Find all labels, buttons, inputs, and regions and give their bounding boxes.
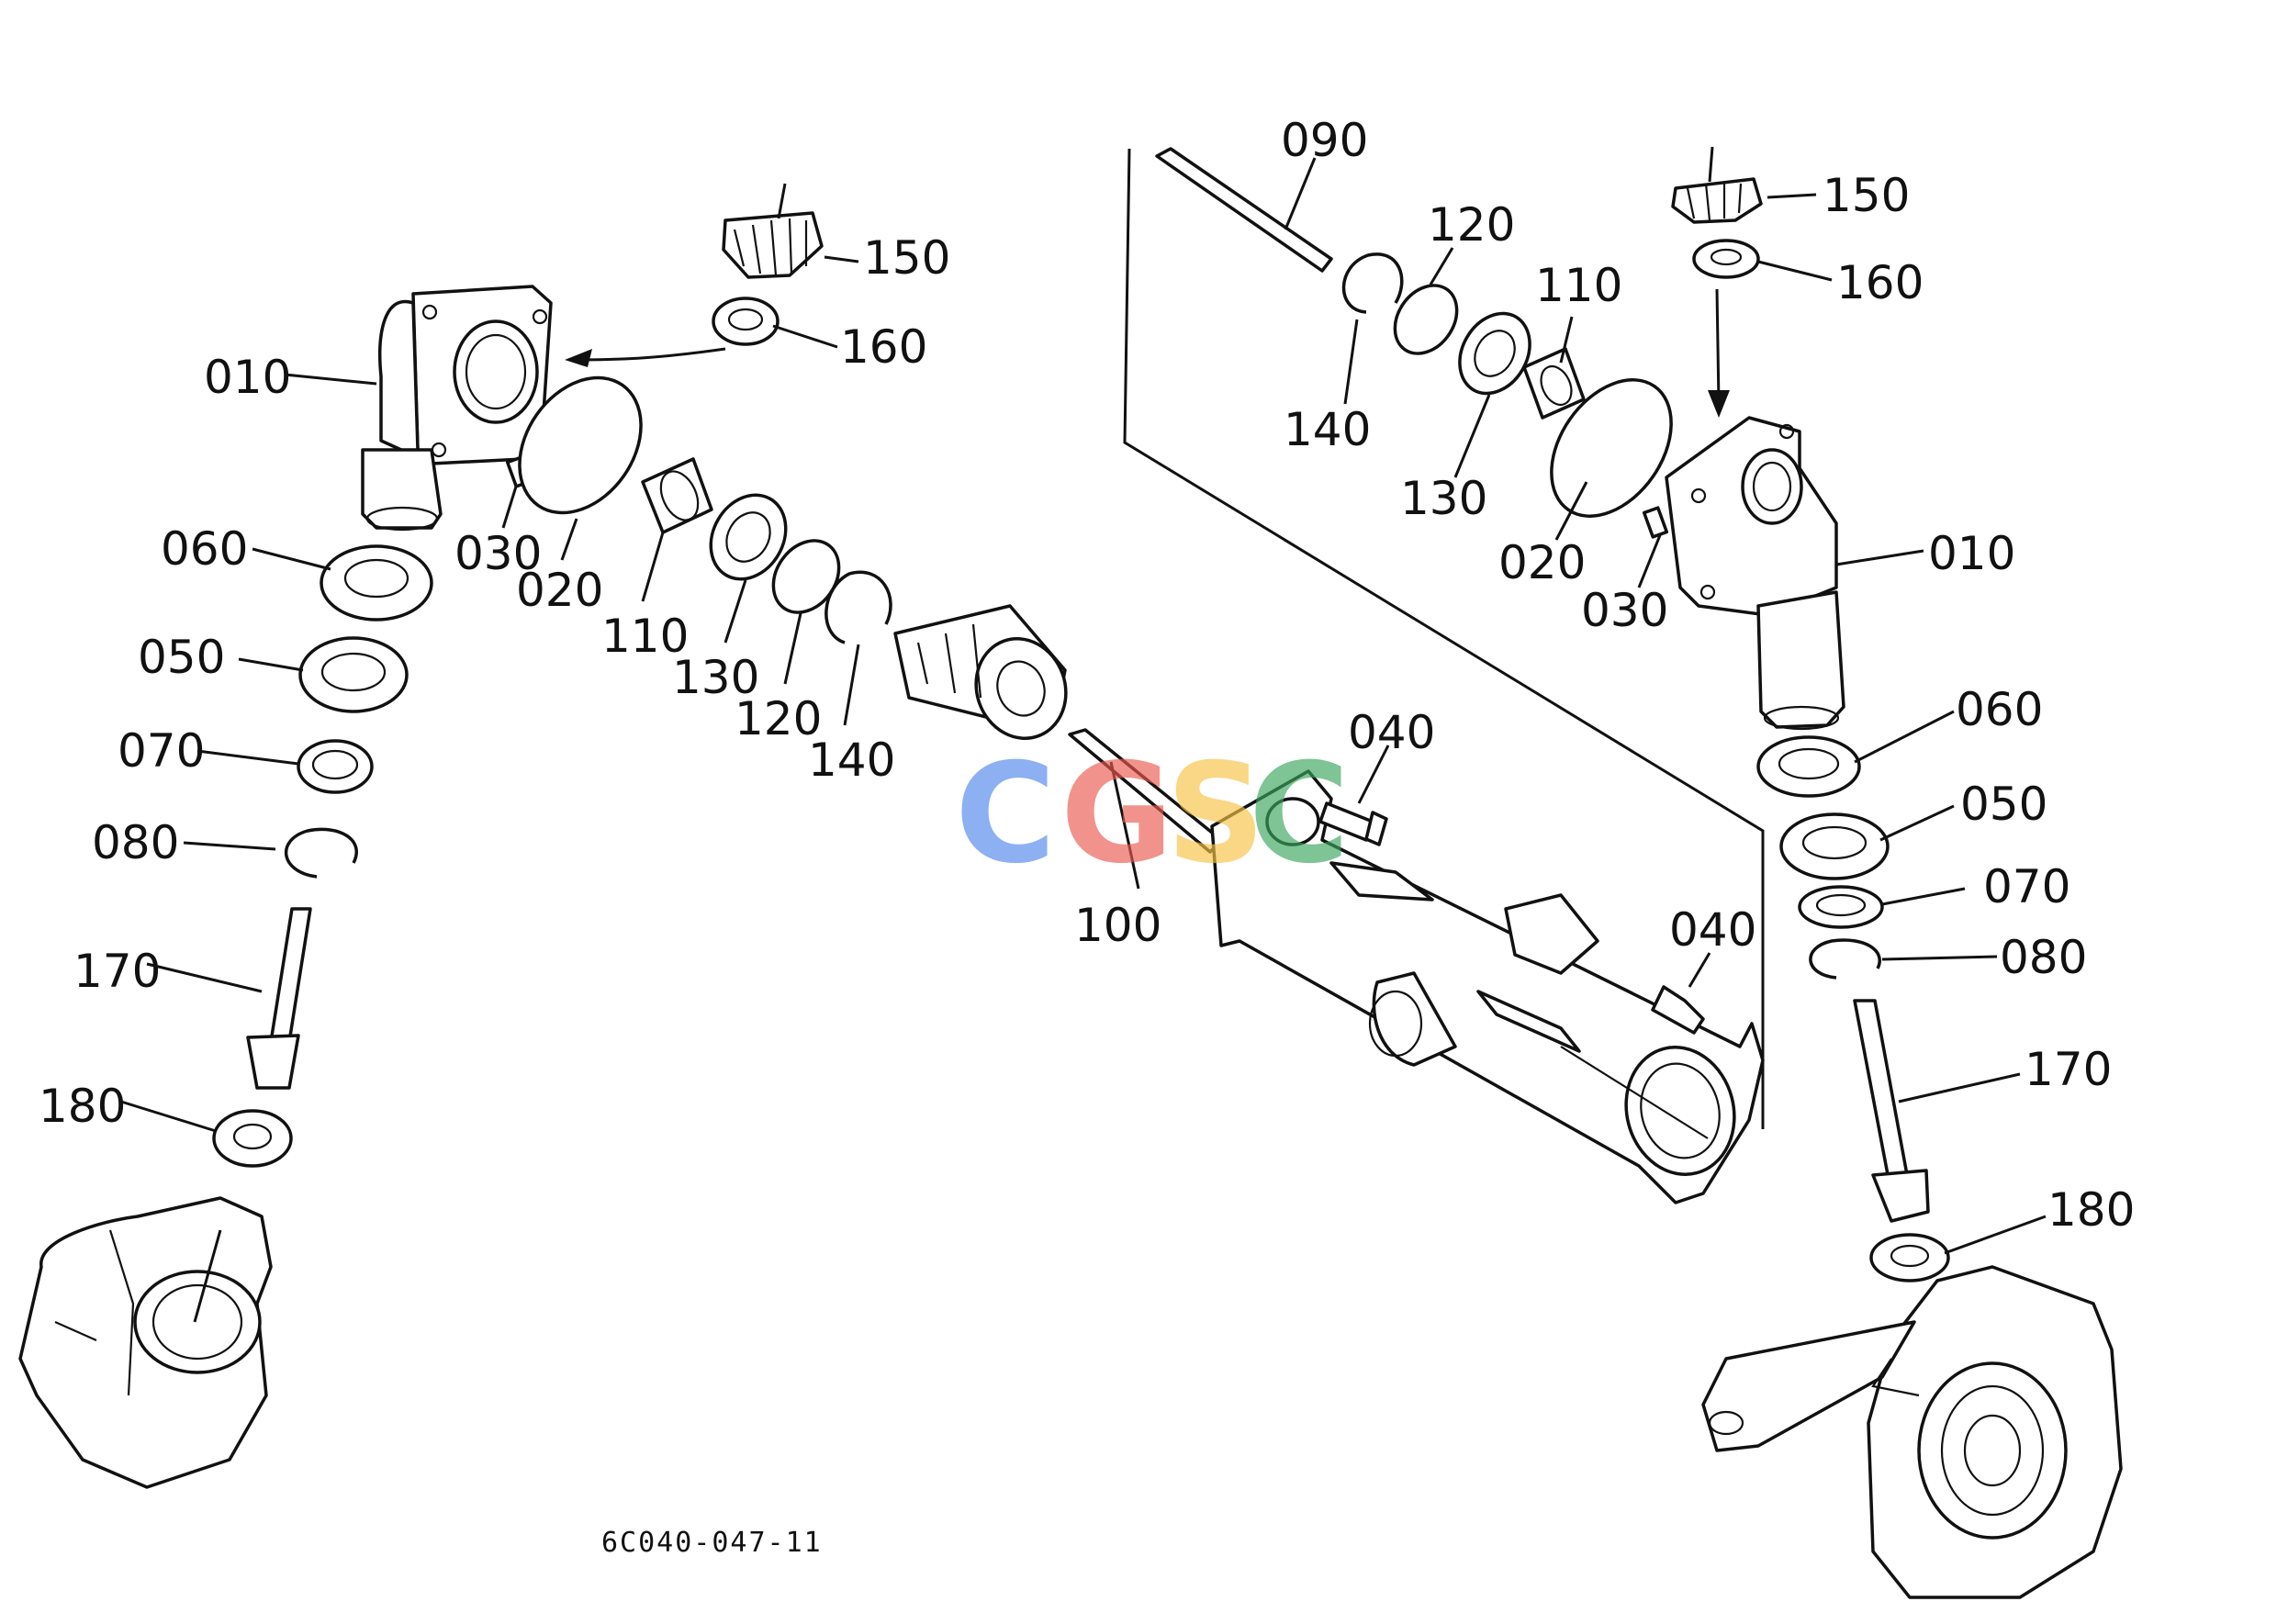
part-150-bevel-gear-left bbox=[722, 183, 824, 279]
part-010-elbow-housing-left bbox=[361, 285, 553, 532]
callout-170-left: 170 bbox=[73, 945, 161, 998]
callout-090: 090 bbox=[1281, 114, 1368, 167]
callout-040-center: 040 bbox=[1348, 706, 1435, 759]
drawing-code: 6C040-047-11 bbox=[601, 1527, 823, 1559]
part-160-bearing-right bbox=[1692, 239, 1760, 279]
assembly-boundary-frame bbox=[1123, 148, 1765, 1129]
part-170-shaft-right bbox=[1853, 999, 1930, 1223]
part-140-snap-ring-right bbox=[1341, 252, 1404, 314]
part-070-collar-left bbox=[297, 739, 374, 794]
callout-060-left: 060 bbox=[161, 522, 248, 576]
callout-150-right: 150 bbox=[1823, 169, 1910, 222]
callout-070-right: 070 bbox=[1983, 860, 2070, 913]
part-060-seal-left bbox=[320, 544, 433, 622]
callout-050-right: 050 bbox=[1960, 778, 2047, 831]
callout-130-right: 130 bbox=[1400, 472, 1487, 525]
part-030-pin-right bbox=[1642, 506, 1669, 539]
assembly-arrow-right bbox=[1708, 288, 1730, 418]
part-180-bearing-right bbox=[1869, 1233, 1950, 1282]
callout-080-left: 080 bbox=[92, 816, 179, 869]
part-050-bearing-left bbox=[298, 636, 409, 713]
part-130-bearing-left bbox=[709, 493, 788, 581]
part-020-o-ring-left bbox=[518, 375, 643, 515]
part-040-bolt-right bbox=[1651, 985, 1705, 1035]
callout-080-right: 080 bbox=[2000, 931, 2087, 984]
part-070-collar-right bbox=[1798, 885, 1884, 929]
callout-180-left: 180 bbox=[39, 1080, 126, 1133]
part-140-snap-ring-left bbox=[824, 570, 892, 644]
part-040-bolt-center bbox=[1318, 801, 1388, 846]
callout-060-right: 060 bbox=[1956, 683, 2043, 736]
callout-160-right: 160 bbox=[1836, 256, 1924, 309]
watermark-logo: C G S C bbox=[955, 734, 1350, 894]
part-080-circlip-right bbox=[1809, 938, 1881, 980]
part-090-shaft bbox=[1155, 147, 1333, 273]
part-steering-knuckle-right bbox=[1701, 1265, 2123, 1599]
part-170-shaft-left bbox=[246, 907, 312, 1090]
part-010-elbow-housing-right bbox=[1665, 416, 1845, 731]
svg-text:S: S bbox=[1166, 734, 1265, 894]
callout-030-left: 030 bbox=[454, 527, 542, 580]
part-150-bevel-gear-right bbox=[1671, 146, 1763, 224]
callout-110-right: 110 bbox=[1535, 259, 1622, 312]
part-differential-case bbox=[893, 604, 1068, 740]
svg-text:G: G bbox=[1060, 734, 1173, 894]
callout-130-left: 130 bbox=[672, 651, 759, 704]
callout-180-right: 180 bbox=[2047, 1183, 2135, 1237]
part-110-pinion-left bbox=[641, 457, 713, 534]
svg-text:C: C bbox=[955, 734, 1056, 894]
callout-020-right: 020 bbox=[1498, 536, 1586, 589]
callout-010-right: 010 bbox=[1928, 527, 2015, 580]
callout-020-left: 020 bbox=[516, 564, 603, 617]
callout-150-left: 150 bbox=[863, 231, 950, 285]
callout-120-right: 120 bbox=[1428, 198, 1515, 252]
part-060-seal-right bbox=[1756, 735, 1861, 798]
part-110-pinion-right bbox=[1522, 347, 1586, 420]
callout-030-right: 030 bbox=[1581, 584, 1668, 637]
callout-070-left: 070 bbox=[118, 724, 205, 778]
part-160-bearing-left bbox=[712, 297, 780, 346]
assembly-arrow-left bbox=[565, 347, 726, 367]
part-steering-knuckle-left bbox=[18, 1196, 273, 1489]
callout-050-left: 050 bbox=[138, 631, 225, 684]
callout-010-left: 010 bbox=[204, 351, 291, 404]
part-080-circlip-left bbox=[284, 827, 358, 879]
part-120-shim-right bbox=[1393, 284, 1459, 355]
part-050-bearing-right bbox=[1779, 812, 1890, 880]
callout-140-right: 140 bbox=[1284, 403, 1371, 456]
callout-160-left: 160 bbox=[840, 320, 927, 374]
part-180-bearing-left bbox=[212, 1109, 293, 1168]
part-020-o-ring-right bbox=[1550, 378, 1673, 518]
callout-leaders bbox=[120, 157, 2047, 1255]
callout-170-right: 170 bbox=[2025, 1043, 2112, 1096]
svg-text:C: C bbox=[1249, 734, 1350, 894]
callout-140-left: 140 bbox=[808, 734, 895, 787]
callout-100: 100 bbox=[1074, 899, 1161, 952]
callout-040-right: 040 bbox=[1669, 903, 1756, 957]
callout-120-left: 120 bbox=[735, 692, 822, 745]
callout-110-left: 110 bbox=[601, 610, 689, 663]
part-130-bearing-right bbox=[1458, 311, 1531, 396]
